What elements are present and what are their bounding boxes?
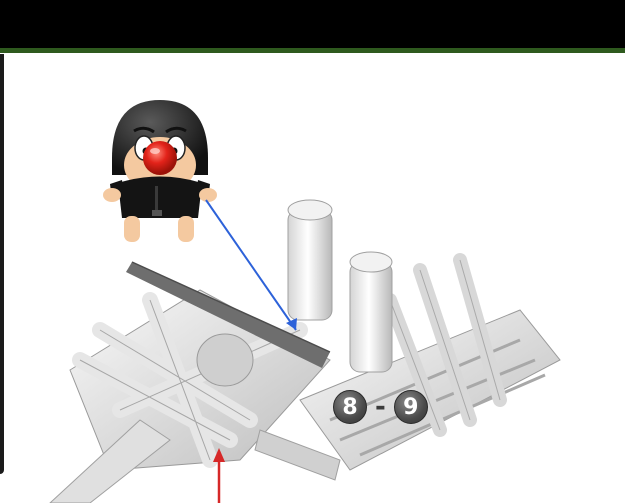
step-indicator: 8 - 9 — [333, 390, 428, 424]
step-to-badge: 9 — [394, 390, 428, 424]
mascot-character-icon — [103, 100, 217, 242]
step-separator: - — [375, 392, 386, 422]
step-from-badge: 8 — [333, 390, 367, 424]
assembly-illustration-icon — [50, 200, 560, 503]
